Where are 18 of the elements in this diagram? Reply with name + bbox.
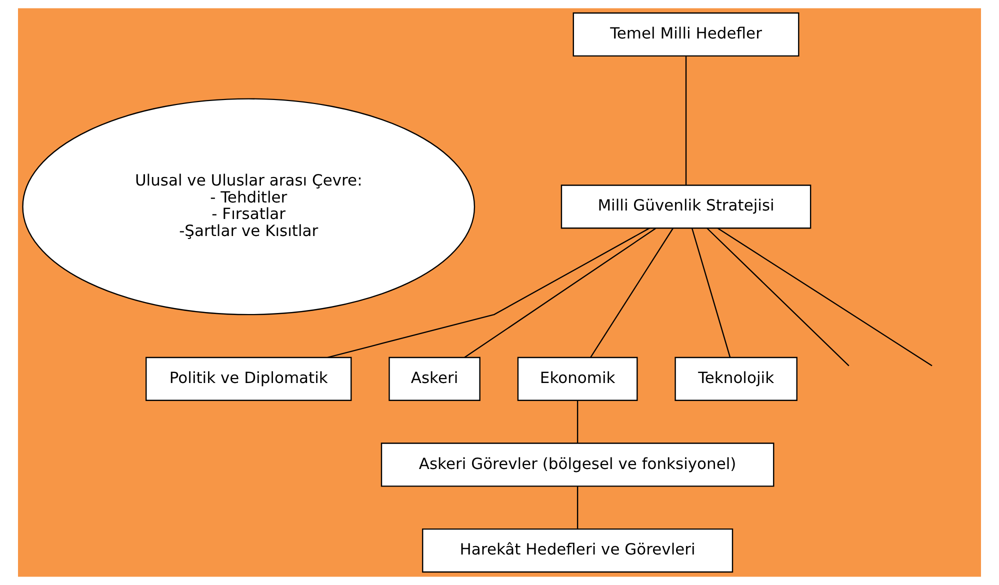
connector [590, 228, 674, 358]
connector [706, 228, 850, 366]
connector [576, 486, 578, 529]
connector [328, 228, 650, 358]
node-box: Politik ve Diplomatik [146, 356, 352, 401]
node-box: Teknolojik [674, 356, 798, 401]
connector [685, 56, 687, 185]
node-box: Ekonomik [517, 356, 638, 401]
node-box: Harekât Hedefleri ve Görevleri [422, 528, 734, 573]
connector [464, 228, 656, 358]
node-box: Temel Milli Hedefler [572, 12, 800, 56]
node-box: Askeri Görevler (bölgesel ve fonksiyonel) [380, 442, 774, 487]
node-ellipse: Ulusal ve Uluslar arası Çevre: - Tehditler - Fırsatlar -Şartlar ve Kısıtlar [22, 98, 476, 316]
connector [692, 228, 731, 358]
connector [718, 228, 932, 366]
node-box: Milli Güvenlik Stratejisi [560, 184, 812, 229]
connector [576, 400, 578, 444]
node-box: Askeri [388, 356, 480, 401]
